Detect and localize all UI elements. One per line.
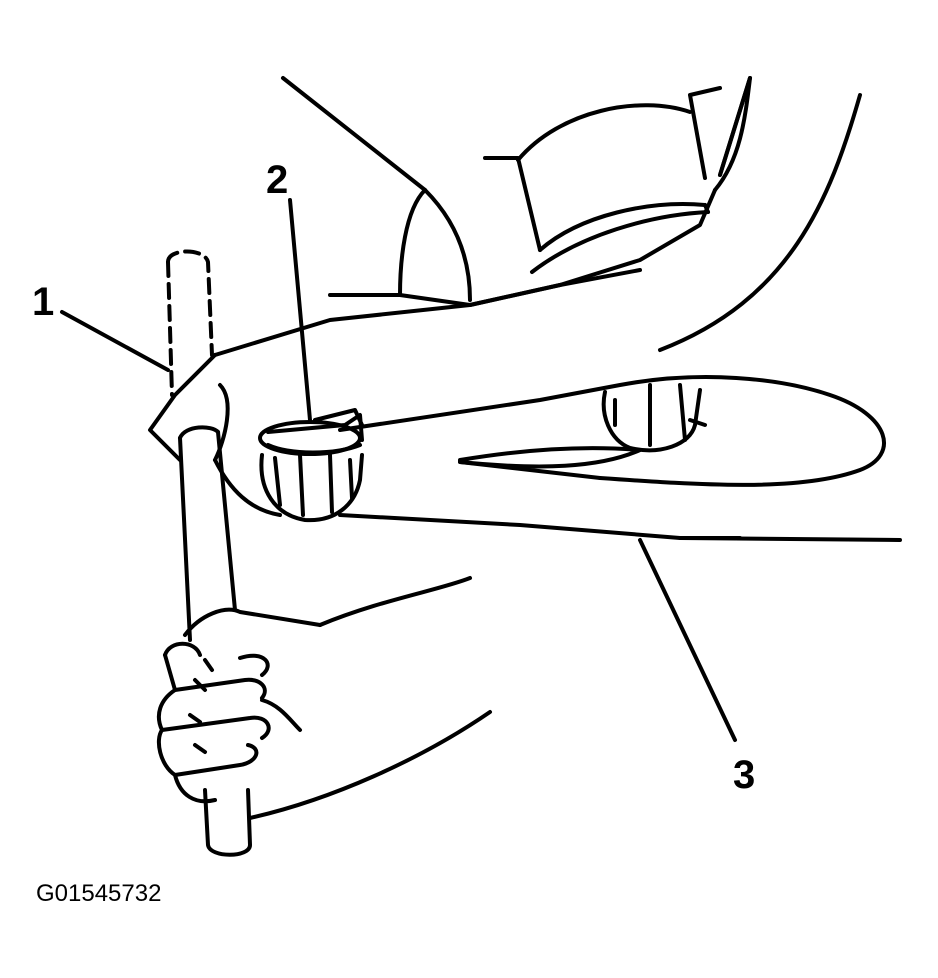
figure-id: G01545732	[36, 880, 162, 907]
rear-nut	[601, 383, 707, 453]
leader-lines	[60, 198, 737, 742]
callout-label-2: 2	[266, 158, 289, 202]
leader-line-2	[288, 198, 312, 422]
frame-structure	[281, 76, 862, 352]
control-arm	[213, 268, 902, 542]
wrench-handle	[166, 249, 252, 857]
hand	[156, 576, 492, 820]
bushing-cylinder	[483, 103, 710, 274]
leader-line-3	[638, 538, 737, 742]
callout-label-1: 1	[32, 280, 55, 324]
leader-line-1	[60, 310, 170, 372]
callout-label-3: 3	[733, 753, 756, 797]
main-bolt-nut	[258, 408, 364, 523]
